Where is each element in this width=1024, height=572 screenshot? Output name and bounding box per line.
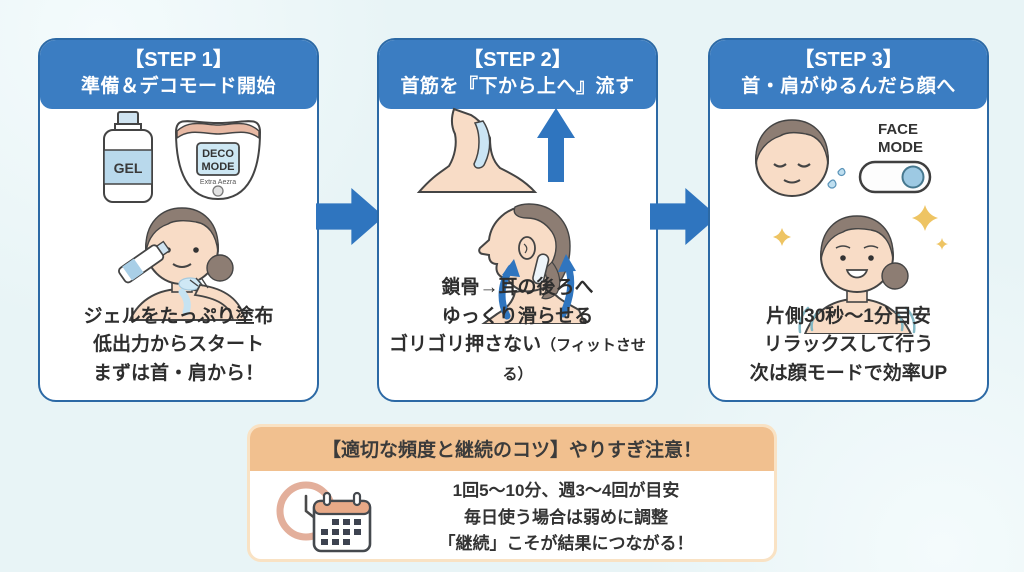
tips-box: 【適切な頻度と継続のコツ】やりすぎ注意！ 1回5～10分、週3～4回が目安 毎日…: [247, 424, 777, 562]
step1-caption-line3: まずは首・肩から！: [92, 362, 264, 384]
face-mode-label-line2: MODE: [878, 139, 923, 156]
step1-title: 【STEP 1】: [124, 49, 233, 71]
tips-text: 1回5～10分、週3～4回が目安 毎日使う場合は弱めに調整 「継続」こそが結果に…: [378, 478, 754, 557]
woman-applying-gel-illustration: [118, 207, 247, 321]
step2-caption-line1: 鎖骨→耳の後ろへ: [441, 277, 594, 298]
profile-neck-massage-illustration: [478, 203, 587, 324]
step3-header: 【STEP 3】 首・肩がゆるんだら顔へ: [710, 40, 987, 109]
device-behind-ear-icon: [532, 253, 550, 285]
gel-tube-icon: [118, 240, 171, 284]
neck-stroke-direction-illustration: [416, 107, 575, 193]
relaxed-face-illustration: [755, 119, 846, 197]
step1-caption: ジェルをたっぷり塗布 低出力からスタート まずは首・肩から！: [40, 303, 317, 389]
step2-illustration: [416, 107, 587, 324]
motion-lines-right: [894, 306, 916, 334]
tips-line1: 1回5～10分、週3～4回が目安: [452, 481, 680, 501]
device-screen-line1: DECO: [202, 148, 234, 160]
up-arrow-icon: [537, 108, 575, 182]
tips-line3: 「継続」こそが結果につながる！: [438, 534, 694, 554]
tips-title: 【適切な頻度と継続のコツ】やりすぎ注意！: [250, 427, 774, 471]
face-mode-toggle: FACE MODE: [858, 121, 932, 194]
device-deco-mode-icon: DECO MODE Extra Aezra: [174, 120, 262, 201]
sparkle-icon: [773, 228, 791, 246]
step3-panel: 【STEP 3】 首・肩がゆるんだら顔へ FACE MODE: [708, 38, 989, 402]
step2-panel: 【STEP 2】 首筋を『下から上へ』流す: [377, 38, 658, 402]
sparkle-icon: [936, 238, 948, 250]
step2-title: 【STEP 2】: [463, 49, 572, 71]
step2-caption-line3: ゴリゴリ押さない（フィットさせる）: [389, 334, 646, 383]
sparkle-icon: [912, 205, 938, 231]
toggle-knob: [901, 165, 925, 189]
water-drop-icon: [827, 179, 837, 189]
step1-panel: 【STEP 1】 準備＆デコモード開始 GEL DECO MODE Extra …: [38, 38, 319, 402]
step2-subtitle: 首筋を『下から上へ』流す: [400, 76, 635, 97]
face-mode-label-line1: FACE: [878, 121, 918, 138]
clock-calendar-icon: [276, 481, 372, 553]
step3-caption-line1: 片側30秒～1分目安: [766, 305, 931, 327]
step1-subtitle: 準備＆デコモード開始: [80, 76, 276, 97]
step3-caption: 片側30秒～1分目安 リラックスして行う 次は顔モードで効率UP: [710, 303, 987, 389]
tips-line2: 毎日使う場合は弱めに調整: [464, 507, 668, 527]
step3-caption-line3: 次は顔モードで効率UP: [749, 362, 948, 384]
gel-bottle-icon: GEL: [103, 111, 153, 203]
step1-caption-line2: 低出力からスタート: [92, 334, 264, 355]
step1-caption-line1: ジェルをたっぷり塗布: [83, 305, 274, 327]
motion-lines-left: [798, 306, 820, 334]
step2-caption-line2: ゆっくり滑らせる: [441, 305, 594, 327]
device-subtext: Extra Aezra: [200, 179, 236, 186]
step3-subtitle: 首・肩がゆるんだら顔へ: [741, 76, 956, 97]
step3-title: 【STEP 3】: [794, 49, 903, 71]
step3-caption-line2: リラックスして行う: [763, 334, 934, 355]
flow-arrow-step1-to-step2-icon: [316, 188, 384, 245]
gel-label: GEL: [114, 160, 143, 176]
step3-illustration: FACE MODE: [755, 119, 948, 334]
step2-header: 【STEP 2】 首筋を『下から上へ』流す: [379, 40, 656, 109]
device-screen-line2: MODE: [202, 161, 235, 173]
step1-illustration: GEL DECO MODE Extra Aezra: [103, 111, 262, 321]
step1-header: 【STEP 1】 準備＆デコモード開始: [40, 40, 317, 109]
water-drop-icon: [837, 167, 846, 177]
step2-caption: 鎖骨→耳の後ろへ ゆっくり滑らせる ゴリゴリ押さない（フィットさせる）: [379, 274, 656, 388]
smiling-woman-illustration: [773, 205, 948, 334]
